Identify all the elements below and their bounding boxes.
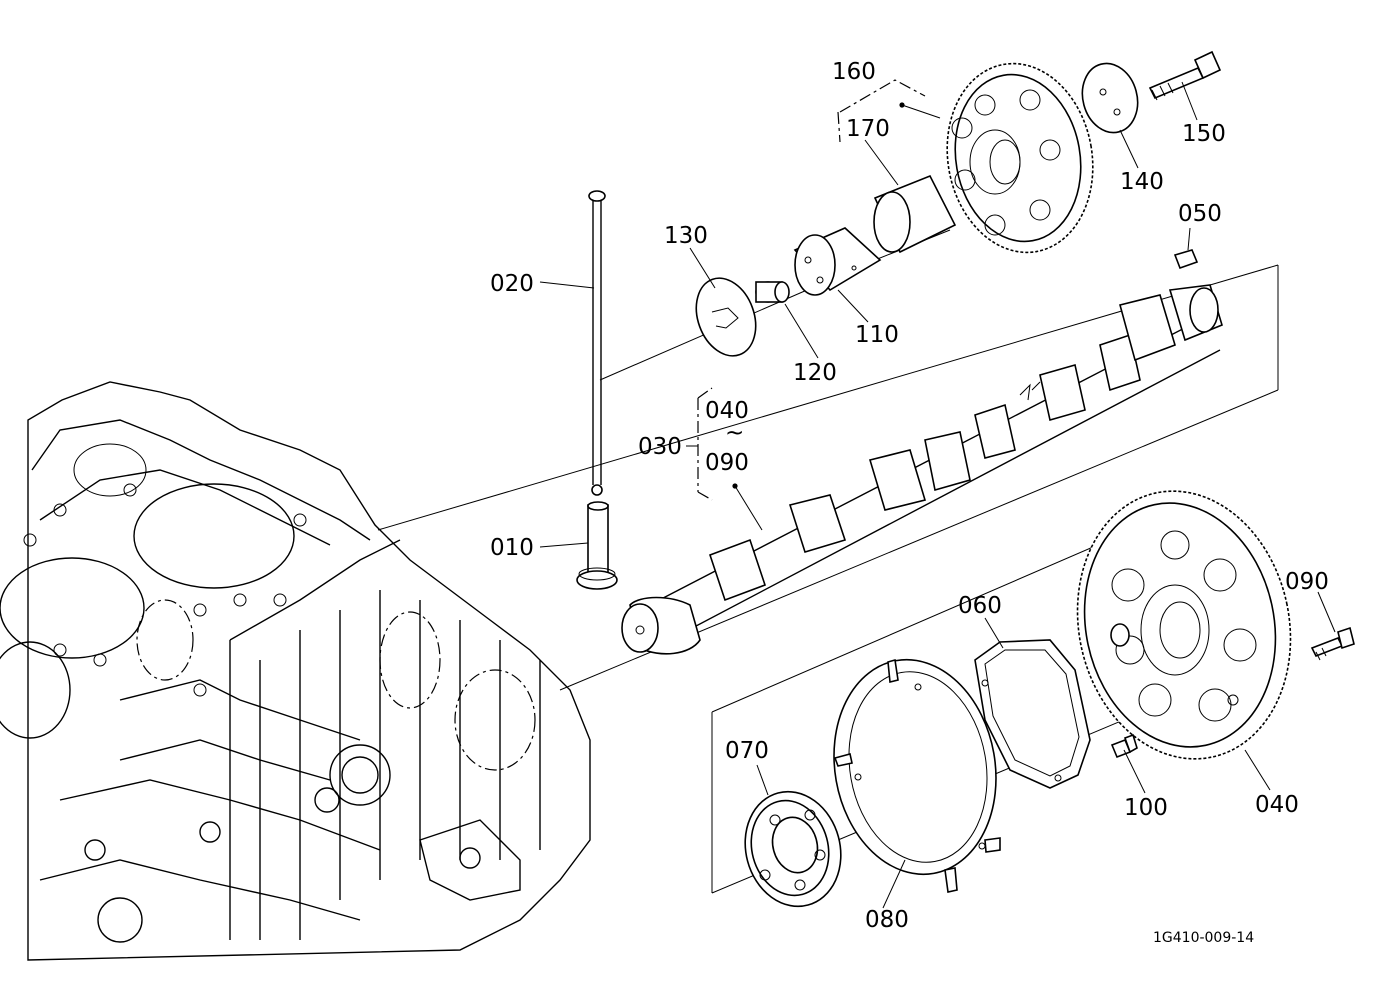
callout-range-tilde: ~: [725, 420, 744, 446]
camshaft-key: [1173, 249, 1199, 270]
tappet: [576, 501, 618, 590]
thrust-plate-080: [833, 658, 1001, 893]
idle-gear-washer-130: [695, 277, 757, 357]
callout-range-090: 090: [705, 450, 749, 476]
bushing-170: [873, 174, 957, 254]
callout-030: 030: [638, 434, 682, 460]
callout-170: 170: [846, 116, 890, 142]
idle-gear-shaft-110: [793, 227, 882, 296]
callout-090: 090: [1285, 569, 1329, 595]
callout-070: 070: [725, 738, 769, 764]
callout-160: 160: [832, 59, 876, 85]
collar-120: [755, 281, 790, 303]
callout-120: 120: [793, 360, 837, 386]
cam-gear: [1076, 490, 1292, 760]
bolt-090: [1310, 626, 1355, 661]
camshaft: [621, 284, 1223, 655]
callout-110: 110: [855, 322, 899, 348]
callout-020: 020: [490, 271, 534, 297]
bolt-100: [1110, 733, 1138, 759]
callout-140: 140: [1120, 169, 1164, 195]
callout-130: 130: [664, 223, 708, 249]
idle-gear: [946, 62, 1094, 254]
callout-080: 080: [865, 907, 909, 933]
bolt-150: [1148, 50, 1222, 101]
bearing-070: [744, 790, 842, 908]
callout-range-040: 040: [705, 398, 749, 424]
diagram-code: 1G410-009-14: [1153, 930, 1254, 946]
gear-retainer-plate-140: [1081, 62, 1139, 134]
engine-block: [0, 381, 591, 961]
callout-040: 040: [1255, 792, 1299, 818]
push-rod: [588, 190, 606, 496]
leader-lines: [539, 79, 1336, 909]
callout-010: 010: [490, 535, 534, 561]
callout-050: 050: [1178, 201, 1222, 227]
callout-100: 100: [1124, 795, 1168, 821]
callout-060: 060: [958, 593, 1002, 619]
callouts: 010 020 030 040 ~ 090 050 060 070 080 09…: [490, 59, 1329, 933]
callout-150: 150: [1182, 121, 1226, 147]
gasket-060: [974, 639, 1091, 789]
